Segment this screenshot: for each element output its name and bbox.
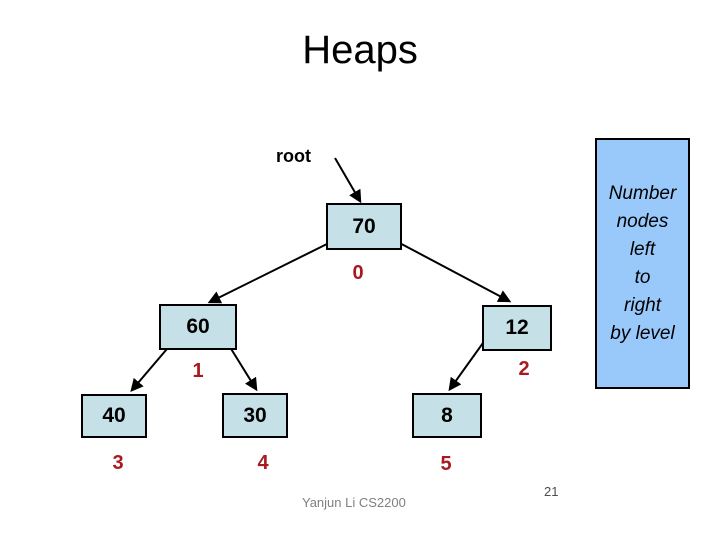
- footer-author: Yanjun Li CS2200: [302, 495, 406, 510]
- side-note-line: nodes: [616, 210, 669, 232]
- level-index-label-4: 4: [257, 452, 269, 474]
- tree-node-value: 8: [441, 403, 453, 427]
- side-note-line: by level: [610, 322, 675, 344]
- edge-rootpointer-70: [334, 157, 362, 204]
- tree-node-value: 60: [186, 315, 210, 338]
- page-number: 21: [544, 484, 559, 499]
- tree-node-12: 12: [482, 305, 552, 351]
- tree-node-value: 30: [243, 403, 267, 427]
- level-index-label-2: 2: [518, 358, 530, 380]
- edge-70-12: [393, 239, 512, 303]
- tree-node-30: 30: [222, 393, 288, 438]
- tree-node-value: 70: [352, 214, 376, 238]
- tree-node-value: 40: [102, 404, 126, 427]
- level-index-label-0: 0: [352, 262, 364, 284]
- tree-node-40: 40: [81, 394, 147, 438]
- tree-node-70: 70: [326, 203, 402, 250]
- edge-70-60: [207, 241, 332, 304]
- slide-title: Heaps: [302, 28, 418, 72]
- tree-node-8: 8: [412, 393, 482, 438]
- tree-node-value: 12: [505, 316, 529, 339]
- side-note-box: Number nodes left to right by level: [595, 138, 690, 389]
- side-note-line: left: [629, 238, 656, 260]
- side-note-line: to: [634, 266, 651, 288]
- tree-node-60: 60: [159, 304, 237, 350]
- level-index-label-5: 5: [440, 453, 452, 475]
- level-index-label-3: 3: [112, 452, 124, 474]
- side-note-line: Number: [608, 182, 677, 204]
- level-index-label-1: 1: [192, 360, 204, 382]
- root-pointer-label: root: [276, 146, 311, 166]
- side-note-line: right: [624, 294, 661, 316]
